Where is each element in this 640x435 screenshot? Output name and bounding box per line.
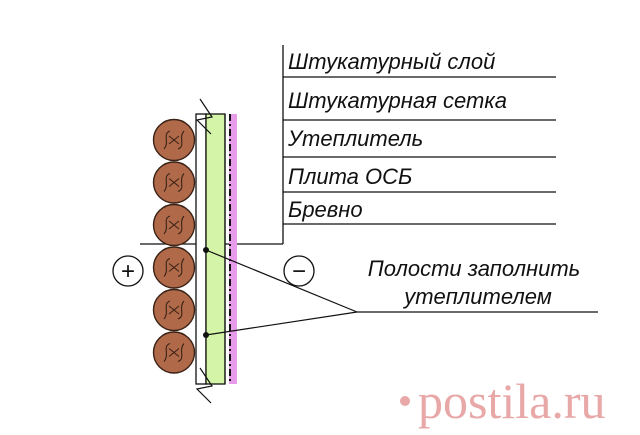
label-insulation: Утеплитель — [287, 126, 423, 151]
log-grain — [163, 215, 185, 235]
cavity-dot-upper — [203, 247, 209, 253]
postila-watermark: postila.ru — [400, 373, 605, 429]
plus-sign: + — [121, 258, 135, 285]
label-plaster-layer: Штукатурный слой — [288, 49, 495, 74]
plaster-layer — [229, 114, 237, 384]
log-grain — [163, 172, 185, 193]
logs-column — [152, 118, 196, 374]
watermark-dot — [400, 396, 410, 406]
note-line-1: Полости заполнить — [368, 256, 580, 281]
cold-side-marker — [283, 255, 315, 287]
label-plaster-mesh: Штукатурная сетка — [288, 88, 507, 113]
label-table — [140, 45, 556, 245]
cavity-leaders — [205, 249, 598, 336]
insulation-layer — [205, 113, 226, 385]
label-osb-board: Плита ОСБ — [288, 164, 412, 189]
watermark-text: postila.ru — [418, 373, 605, 429]
log-grain — [163, 130, 185, 150]
minus-sign: − — [292, 258, 306, 285]
label-log: Бревно — [288, 197, 363, 222]
log-grain — [163, 257, 185, 278]
warm-side-marker — [112, 255, 144, 287]
break-line-top — [195, 98, 213, 135]
log-grain — [163, 342, 185, 363]
cavity-dot-lower — [203, 332, 209, 338]
break-line-bottom — [195, 367, 213, 404]
note-line-2: утеплителем — [402, 284, 552, 309]
log-grain — [163, 300, 185, 320]
